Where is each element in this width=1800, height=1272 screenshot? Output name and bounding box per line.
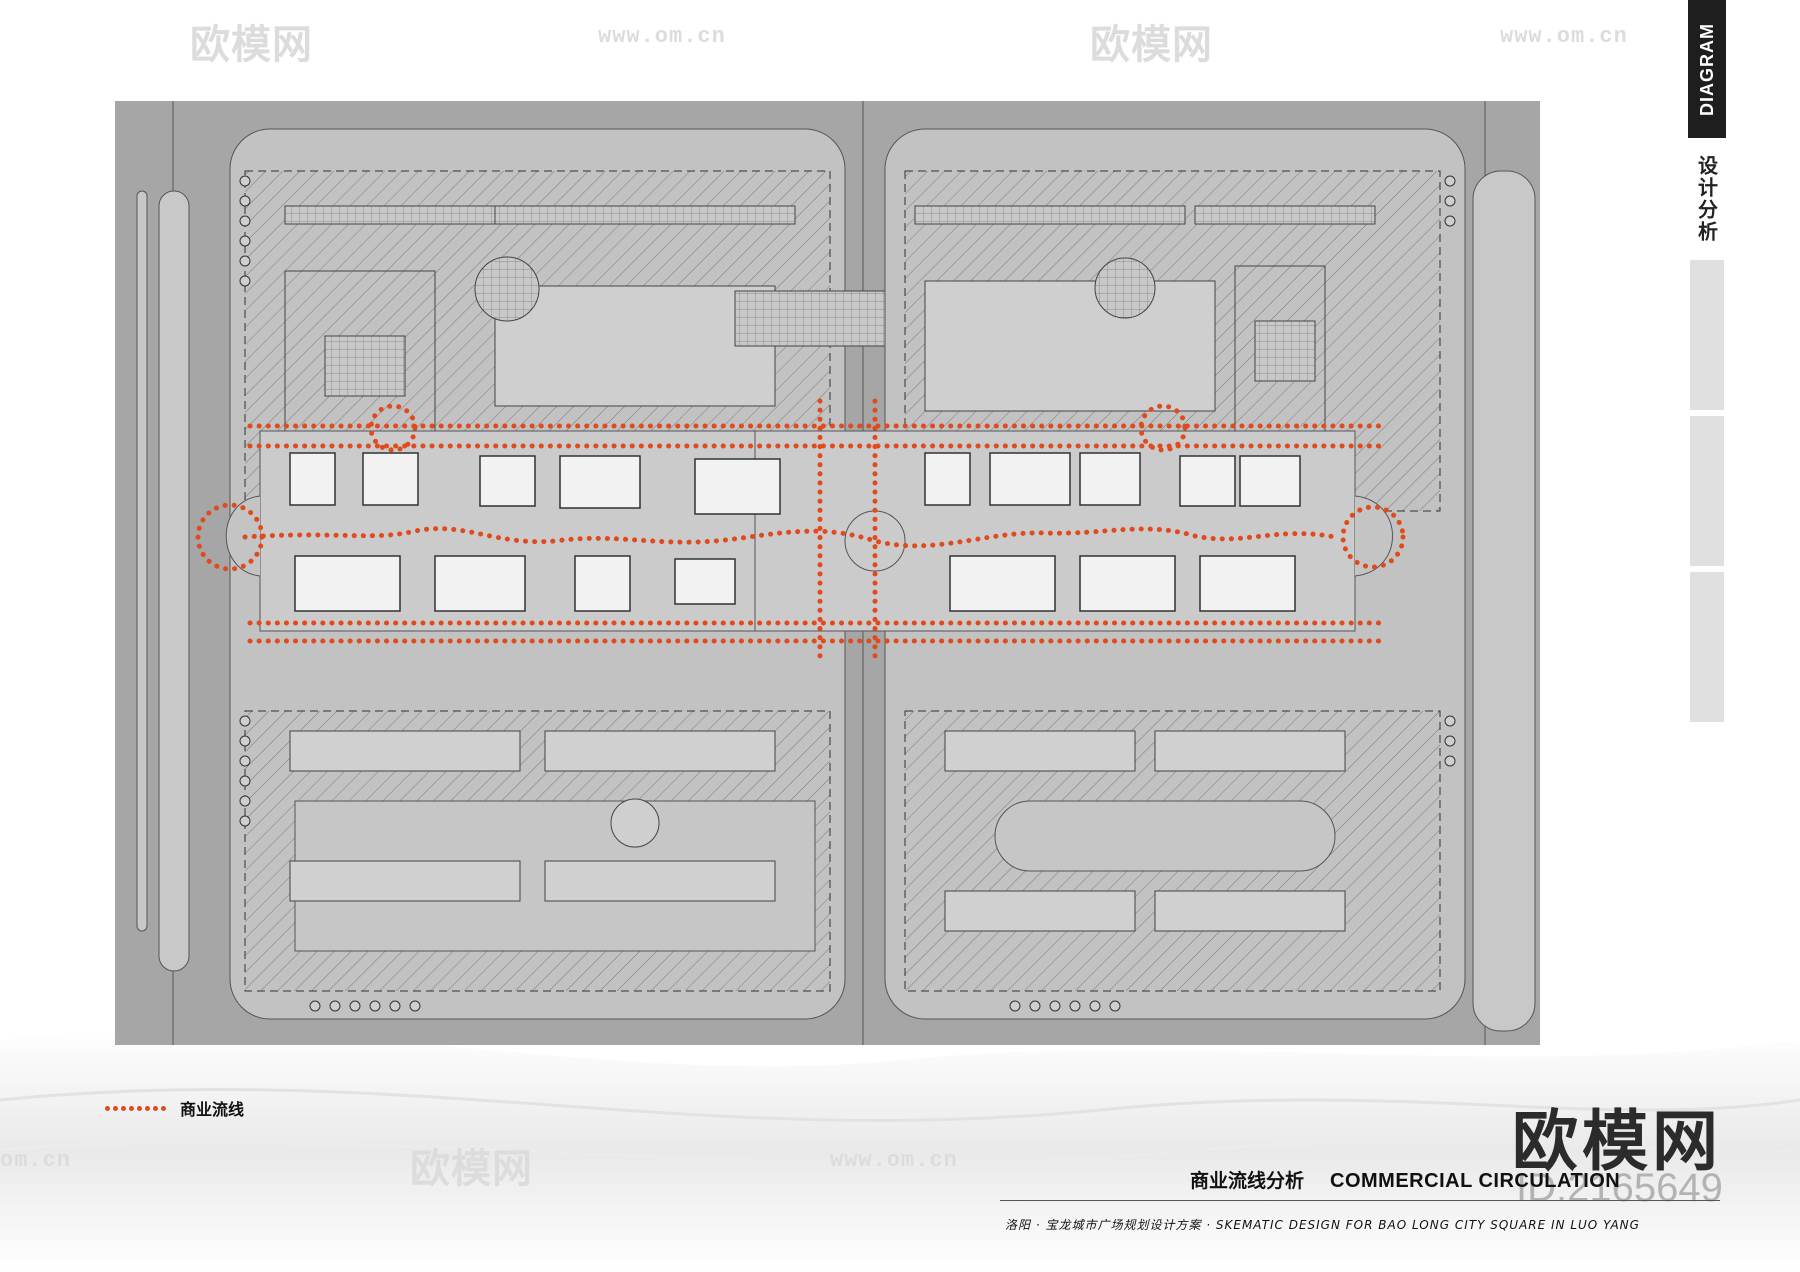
watermark-url: www.om.cn <box>830 1148 958 1173</box>
watermark-logo: 欧模网 <box>190 23 313 67</box>
sidebar-tab[interactable] <box>1690 572 1724 722</box>
commercial-circulation-route <box>195 398 1406 664</box>
section-title-label: 设计分析 <box>1694 155 1719 243</box>
title-cn: 商业流线分析 <box>1190 1170 1305 1192</box>
watermark-logo: 欧模网 <box>410 1147 533 1191</box>
sidebar-tab[interactable] <box>1690 260 1724 410</box>
watermark-url: www.om.cn <box>598 24 726 49</box>
tree-rows <box>239 175 1456 1012</box>
diagram-tab-label: DIAGRAM <box>1696 22 1717 116</box>
section-title: 设计分析 <box>1688 140 1726 258</box>
title-en: COMMERCIAL CIRCULATION <box>1330 1170 1621 1192</box>
buildings <box>289 452 1301 612</box>
legend-route-swatch <box>105 1105 166 1111</box>
diagram-tab[interactable]: DIAGRAM <box>1688 0 1726 138</box>
sidebar-tab[interactable] <box>1690 416 1724 566</box>
site-plan <box>115 101 1540 1045</box>
brand-id: ID:2165649 <box>1516 1166 1723 1210</box>
watermark-url: om.cn <box>0 1148 72 1173</box>
legend-label: 商业流线 <box>180 1100 245 1119</box>
diagram-sidebar: DIAGRAM 设计分析 <box>1688 0 1726 730</box>
legend: 商业流线 <box>105 1096 244 1120</box>
watermark-logo: 欧模网 <box>1090 23 1213 67</box>
residential-blocks <box>289 730 1346 932</box>
title-block: 商业流线分析 COMMERCIAL CIRCULATION <box>1190 1166 1620 1193</box>
project-subtitle: 洛阳 · 宝龙城市广场规划设计方案 · SKEMATIC DESIGN FOR … <box>1005 1218 1640 1232</box>
title-divider <box>1000 1200 1720 1201</box>
watermark-url: www.om.cn <box>1500 24 1628 49</box>
brand-logo: 欧模网 <box>1512 1103 1722 1180</box>
